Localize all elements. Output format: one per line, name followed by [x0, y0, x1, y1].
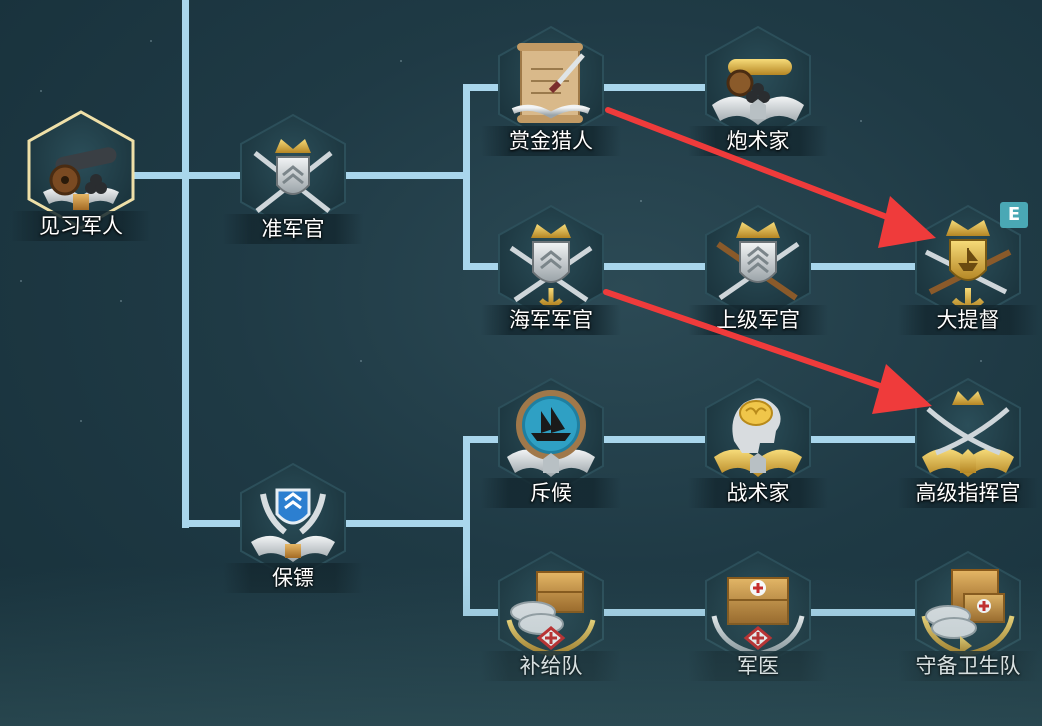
node-label: 上级军官 — [716, 308, 800, 332]
background-star — [980, 360, 982, 362]
connector-bounty-in — [463, 84, 501, 91]
node-warrant[interactable]: 准军官 — [223, 113, 363, 253]
node-label: 高级指挥官 — [915, 481, 1021, 505]
node-naval-officer[interactable]: 海军军官 — [481, 204, 621, 344]
node-medic[interactable]: 军医 — [688, 550, 828, 690]
node-trainee[interactable]: 见习军人 — [11, 110, 151, 250]
hex-frame — [698, 550, 818, 670]
node-label: 炮术家 — [726, 129, 790, 153]
hex-frame — [908, 377, 1028, 497]
background-star — [120, 300, 122, 302]
label-band — [898, 305, 1038, 335]
label-band — [481, 651, 621, 681]
background-star — [20, 280, 22, 282]
connector-naval-senior — [602, 263, 708, 270]
node-label: 大提督 — [936, 308, 1000, 332]
scroll-dagger-icon — [511, 43, 591, 123]
crown-shield-swords-icon — [253, 139, 333, 213]
background-star — [360, 360, 362, 362]
node-gunner[interactable]: 炮术家 — [688, 25, 828, 165]
cannon-wings-icon — [712, 59, 804, 125]
e-badge: E — [1000, 202, 1028, 228]
connector-bodyguard-in — [185, 520, 243, 527]
node-garrison-medical[interactable]: 守备卫生队 — [898, 550, 1038, 690]
node-admiral[interactable]: E 大提督 — [898, 202, 1038, 344]
label-band — [898, 478, 1038, 508]
node-scout[interactable]: 斥候 — [481, 377, 621, 517]
node-senior-commander[interactable]: 高级指挥官 — [898, 377, 1038, 517]
label-band — [11, 211, 151, 241]
hex-frame — [491, 25, 611, 145]
node-label: 守备卫生队 — [915, 654, 1021, 678]
node-bodyguard[interactable]: 保镖 — [223, 462, 363, 602]
background-star — [80, 420, 82, 422]
connector-scout-tactician — [602, 436, 708, 443]
blue-shield-wings-icon — [251, 488, 335, 562]
ship-globe-icon — [507, 390, 595, 477]
node-label: 保镖 — [272, 566, 314, 590]
label-band — [688, 651, 828, 681]
hex-frame — [908, 550, 1028, 670]
node-tactician[interactable]: 战术家 — [688, 377, 828, 517]
crown-crossed-swords-icon — [922, 391, 1014, 477]
crates-scrolls-icon — [506, 571, 596, 657]
hex-frame — [21, 110, 141, 230]
node-label: 战术家 — [726, 481, 790, 505]
crown-chevron-shield-icon — [509, 224, 593, 308]
connector-bodyguard-out — [344, 520, 468, 527]
hex-frame — [908, 204, 1028, 324]
connector-bounty-gunner — [602, 84, 708, 91]
connector-upper-branch — [463, 84, 470, 270]
connector-trainee — [134, 172, 188, 179]
connector-warrant-in — [185, 172, 243, 179]
background-star — [860, 120, 862, 122]
connector-naval-in — [463, 263, 501, 270]
connector-supply-in — [463, 609, 501, 616]
hex-frame — [491, 550, 611, 670]
node-senior-officer[interactable]: 上级军官 — [688, 204, 828, 344]
hex-frame — [233, 462, 353, 582]
background-star — [150, 40, 152, 42]
node-label: 见习军人 — [39, 214, 123, 238]
label-band — [223, 563, 363, 593]
connector-tactician-commander — [809, 436, 919, 443]
node-label: 赏金猎人 — [509, 129, 593, 153]
crown-rifles-shield-icon — [716, 222, 800, 301]
background-star — [40, 90, 42, 92]
background-star — [640, 200, 642, 202]
connector-supply-medic — [602, 609, 708, 616]
label-band — [898, 651, 1038, 681]
hex-frame — [698, 377, 818, 497]
connector-scout-in — [463, 436, 501, 443]
hex-frame — [491, 377, 611, 497]
crown-anchor-ship-icon — [924, 220, 1012, 310]
node-bounty-hunter[interactable]: 赏金猎人 — [481, 25, 621, 165]
cannon-icon — [43, 147, 119, 210]
node-label: 军医 — [737, 654, 779, 678]
label-band — [481, 126, 621, 156]
connector-medic-garrison — [809, 609, 919, 616]
brain-head-icon — [714, 398, 802, 477]
hex-frame — [491, 204, 611, 324]
node-label: 准军官 — [261, 217, 325, 241]
connector-warrant-out — [344, 172, 468, 179]
label-band — [688, 478, 828, 508]
node-supply-team[interactable]: 补给队 — [481, 550, 621, 690]
connector-senior-admiral — [809, 263, 919, 270]
background-star — [400, 60, 402, 62]
medical-crate-icon — [711, 577, 805, 657]
hex-frame — [233, 113, 353, 233]
label-band — [223, 214, 363, 244]
label-band — [481, 478, 621, 508]
connector-trunk — [182, 0, 189, 528]
label-band — [481, 305, 621, 335]
node-label: 斥候 — [530, 481, 572, 505]
medical-crates-scrolls-icon — [921, 569, 1015, 657]
node-label: 海军军官 — [509, 308, 593, 332]
node-label: 补给队 — [519, 654, 583, 678]
connector-lower-branch — [463, 436, 470, 616]
